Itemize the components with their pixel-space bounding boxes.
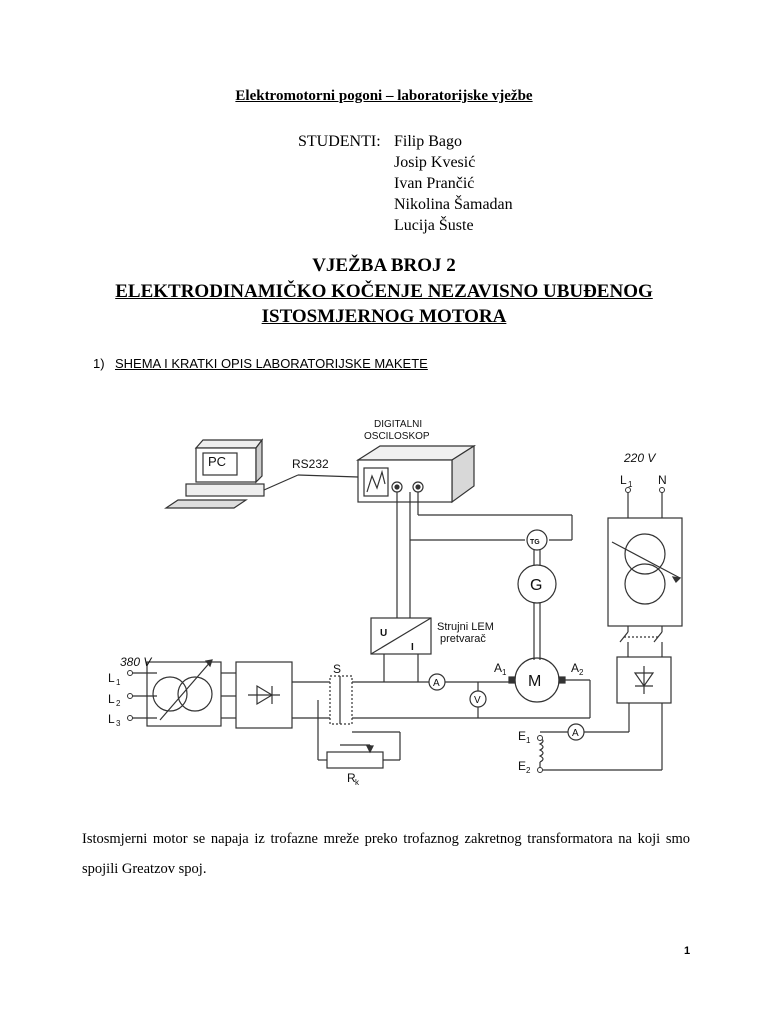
tg-label: TG <box>530 539 540 546</box>
generator <box>517 564 557 604</box>
section-title: SHEMA I KRATKI OPIS LABORATORIJSKE MAKET… <box>115 356 428 371</box>
switch-s <box>329 675 353 725</box>
tachogenerator <box>526 529 548 551</box>
pc-label: PC <box>208 454 226 469</box>
phase-l2-label: L <box>108 692 115 706</box>
switch-s-label: S <box>333 662 341 676</box>
exercise-title: VJEŽBA BROJ 2 <box>312 255 456 276</box>
section-heading: 1) SHEMA I KRATKI OPIS LABORATORIJSKE MAK… <box>93 356 428 371</box>
lem-label-1: Strujni LEM <box>437 621 494 633</box>
rk-label: R <box>347 771 356 785</box>
ammeter-armature-label: A <box>433 678 440 689</box>
u-label: U <box>380 628 387 639</box>
e2-label: E <box>518 759 526 773</box>
g-label: G <box>530 577 542 594</box>
students-label: STUDENTI: <box>298 133 381 150</box>
voltmeter-label: V <box>474 695 481 706</box>
student-name: Nikolina Šamadan <box>394 196 513 213</box>
osc-label-2: OSCILOSKOP <box>364 431 430 442</box>
phase-l1-sub: 1 <box>116 678 121 687</box>
m-label: M <box>528 673 541 690</box>
l1-sub: 1 <box>628 480 633 489</box>
a2-sub: 2 <box>579 668 584 677</box>
l1-label: L <box>620 473 627 487</box>
three-phase-transformer-box <box>146 661 222 727</box>
single-phase-transformer-box <box>607 517 683 627</box>
pc-keyboard <box>164 499 248 509</box>
a1-sub: 1 <box>502 668 507 677</box>
phase-l3-sub: 3 <box>116 719 121 728</box>
phase-l2-sub: 2 <box>116 699 121 708</box>
phase-l3-label: L <box>108 712 115 726</box>
a2-label: A <box>571 661 579 675</box>
description-paragraph: Istosmjerni motor se napaja iz trofazne … <box>82 831 690 877</box>
rk-sub: k <box>355 778 360 787</box>
n-label: N <box>658 473 667 487</box>
e1-label: E <box>518 729 526 743</box>
rs232-label: RS232 <box>292 457 329 471</box>
voltage-220-label: 220 V <box>623 451 656 465</box>
students-block: STUDENTI: Filip Bago Josip Kvesić Ivan Pr… <box>298 131 513 236</box>
field-winding <box>538 737 544 763</box>
exercise-subtitle-line1: ELEKTRODINAMIČKO KOČENJE NEZAVISNO UBUĐE… <box>115 281 653 302</box>
page-number: 1 <box>684 945 691 957</box>
student-name: Josip Kvesić <box>394 154 476 171</box>
lab-schematic: DIGITALNI OSCILOSKOP PC RS232 220 V L 1 … <box>108 419 683 787</box>
rectifier-box <box>235 661 293 729</box>
a1-label: A <box>494 661 502 675</box>
i-label: I <box>411 642 414 653</box>
student-name: Ivan Prančić <box>394 175 475 192</box>
phase-l1-label: L <box>108 671 115 685</box>
lem-label-2: pretvarač <box>440 633 486 645</box>
e1-sub: 1 <box>526 736 531 745</box>
e2-sub: 2 <box>526 766 531 775</box>
student-name: Filip Bago <box>394 133 463 150</box>
student-name: Lucija Šuste <box>394 217 474 234</box>
course-title: Elektromotorni pogoni – laboratorijske v… <box>235 88 533 104</box>
resistor-rk <box>326 751 384 769</box>
exercise-subtitle-line2: ISTOSMJERNOG MOTORA <box>261 306 507 327</box>
ammeter-field-label: A <box>572 728 579 739</box>
voltage-380-label: 380 V <box>120 655 152 669</box>
osc-label-1: DIGITALNI <box>374 419 422 430</box>
field-rectifier-box <box>616 656 672 704</box>
oscilloscope-screen-icon <box>363 467 389 497</box>
section-number: 1) <box>93 356 105 371</box>
